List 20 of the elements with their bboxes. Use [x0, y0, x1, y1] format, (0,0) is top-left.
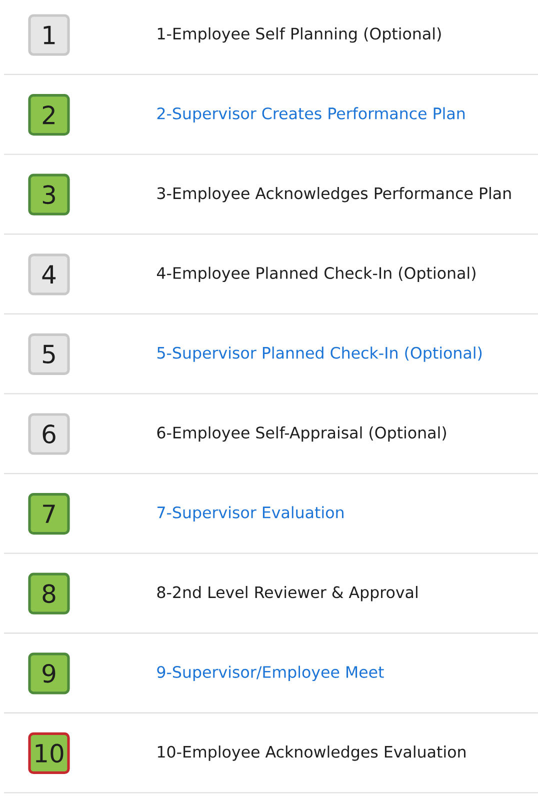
number-badge: 9 [28, 652, 70, 694]
number-badge: 10 [28, 732, 70, 774]
number-badge: 1 [28, 14, 70, 56]
step-title: 3-Employee Acknowledges Performance Plan [157, 186, 511, 202]
step-link: 5-Supervisor Planned Check-In (Optional) [157, 346, 482, 362]
number-badge: 2 [28, 94, 70, 136]
step-title: 4-Employee Planned Check-In (Optional) [156, 266, 476, 282]
step-title: 10-Employee Acknowledges Evaluation [158, 746, 466, 761]
step-title: 8-2nd Level Reviewer & Approval [157, 586, 418, 602]
number-badge: 5 [28, 333, 70, 375]
number-badge: 8 [28, 572, 70, 614]
step-link: 2-Supervisor Creates Performance Plan [157, 107, 465, 122]
step-link: 9-Supervisor/Employee Meet [157, 666, 384, 682]
number-badge: 3 [28, 174, 70, 216]
number-badge: 7 [28, 493, 70, 535]
step-title: 1-Employee Self Planning (Optional) [158, 27, 441, 43]
number-badge: 6 [28, 413, 70, 455]
step-title: 6-Employee Self-Appraisal (Optional) [157, 426, 446, 442]
step-link: 7-Supervisor Evaluation [158, 506, 344, 522]
number-badge: 4 [28, 254, 70, 296]
